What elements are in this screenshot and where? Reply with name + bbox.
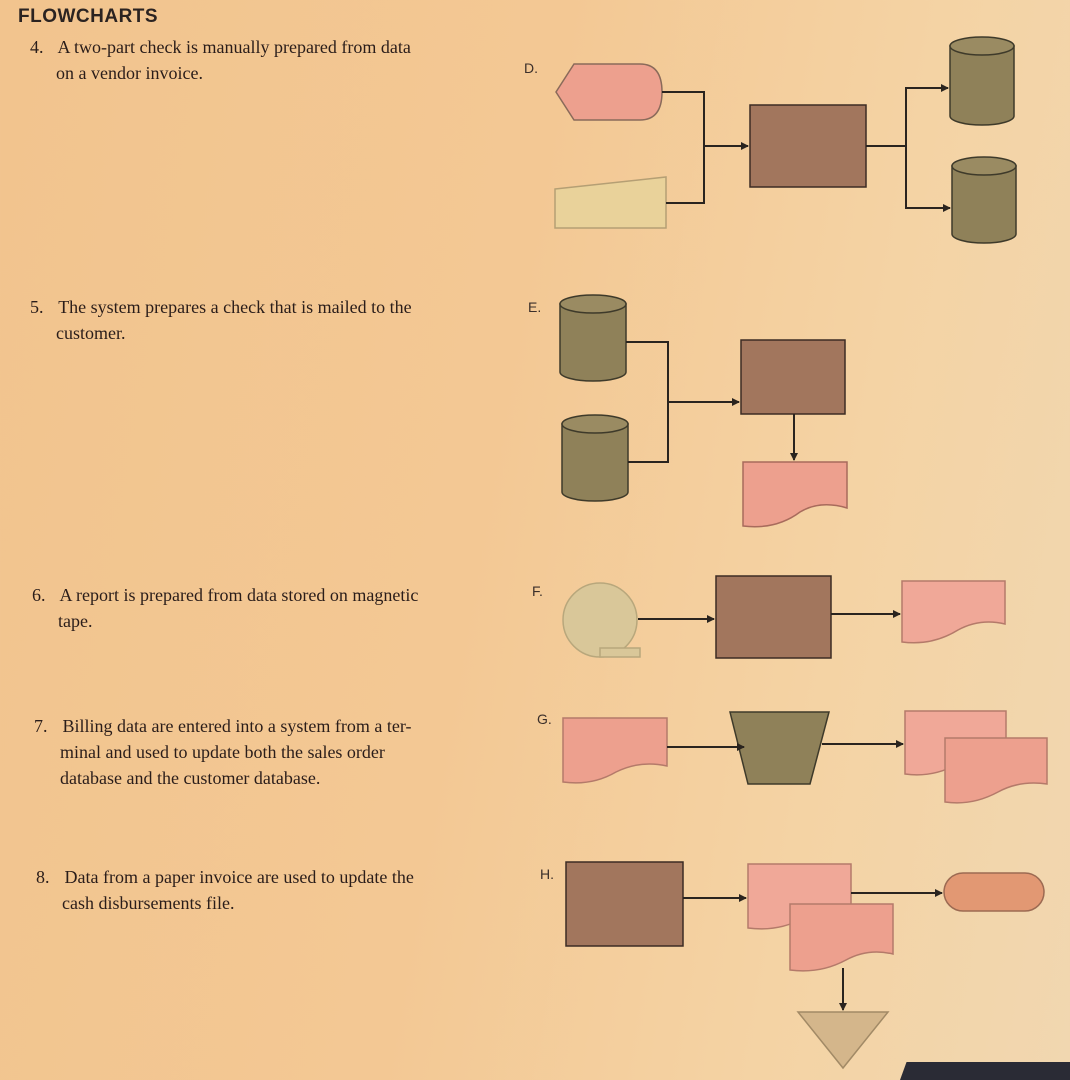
question-number: 8. [36,867,50,887]
question-5: 5. The system prepares a check that is m… [30,294,412,346]
panel-label-g: G. [537,711,552,727]
process-box [749,104,867,188]
offline-storage-shape [796,1011,890,1070]
process-box [565,861,684,947]
database-cylinder [951,156,1017,244]
question-text-line: cash disbursements file. [62,893,235,913]
page-heading: FLOWCHARTS [18,6,159,27]
question-7: 7. Billing data are entered into a syste… [34,713,412,791]
question-text-line: tape. [58,611,93,631]
question-number: 5. [30,297,44,317]
question-4: 4. A two-part check is manually prepared… [30,34,411,86]
question-text-line: Data from a paper invoice are used to up… [64,867,414,887]
screen-edge [900,1062,1070,1080]
flow-line [628,402,669,463]
question-text-line: minal and used to update both the sales … [60,742,385,762]
flow-arrow [905,146,951,212]
panel-g [562,710,1048,804]
panel-e [559,294,848,528]
display-shape [555,63,663,121]
flow-line [626,341,669,402]
terminal-shape [943,872,1045,912]
question-text-line: on a vendor invoice. [56,63,203,83]
question-text-line: database and the customer database. [60,768,321,788]
panel-label-e: E. [528,299,542,315]
manual-operation-shape [729,711,830,785]
panel-label-d: D. [524,60,538,76]
question-number: 6. [32,585,46,605]
database-cylinder [559,294,627,382]
question-text-line: The system prepares a check that is mail… [58,297,412,317]
document-shape [901,580,1006,644]
panel-label-h: H. [540,866,554,882]
document-shape [562,717,668,784]
flow-arrow [905,84,949,146]
document-shape [944,737,1048,804]
question-8: 8. Data from a paper invoice are used to… [36,864,414,916]
document-shape [789,903,894,972]
manual-input-shape [554,176,667,229]
flow-line [662,91,705,146]
process-box [715,575,832,659]
panel-label-f: F. [532,583,543,599]
document-shape [742,461,848,528]
question-text-line: A report is prepared from data stored on… [59,585,419,605]
panel-h [565,861,1045,1070]
question-text-line: customer. [56,323,126,343]
process-box [740,339,846,415]
question-text-line: A two-part check is manually prepared fr… [57,37,411,57]
question-number: 7. [34,716,48,736]
database-cylinder [949,36,1015,126]
magnetic-tape-shape [562,582,641,658]
panel-f [562,575,1006,659]
question-6: 6. A report is prepared from data stored… [32,582,418,634]
database-cylinder [561,414,629,502]
question-number: 4. [30,37,44,57]
panel-d [554,36,1017,244]
question-text-line: Billing data are entered into a system f… [62,716,412,736]
flow-line [666,146,705,204]
